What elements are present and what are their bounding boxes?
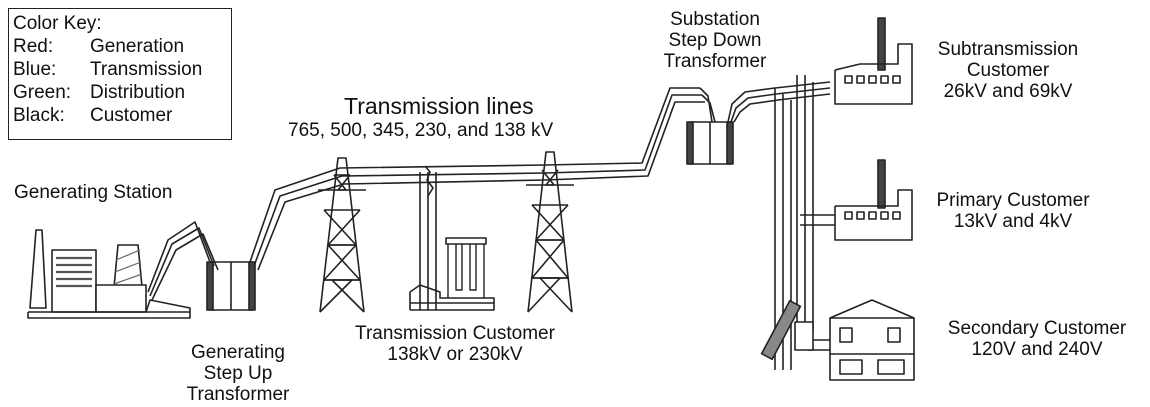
substation-label: Substation Step Down Transformer bbox=[640, 9, 790, 72]
step-up-label-line: Step Up bbox=[203, 363, 273, 384]
color-key-row: Green: Distribution bbox=[13, 81, 227, 104]
distribution-lines-icon bbox=[760, 75, 835, 370]
transmission-customer-line: Transmission Customer bbox=[355, 323, 555, 344]
transmission-customer-icon bbox=[409, 165, 495, 311]
color-key-row: Blue: Transmission bbox=[13, 58, 227, 81]
secondary-customer-icon bbox=[829, 299, 915, 381]
substation-transformer-icon bbox=[686, 81, 831, 165]
step-up-label-line: Generating bbox=[190, 342, 285, 363]
transmission-tower-icon bbox=[526, 151, 574, 313]
generating-station-icon bbox=[27, 229, 191, 319]
transmission-customer-label: Transmission Customer 138kV or 230kV bbox=[330, 323, 580, 365]
subtransmission-customer-icon bbox=[834, 17, 913, 105]
transmission-lines-label: Transmission lines bbox=[344, 93, 534, 119]
substation-label-line: Transformer bbox=[663, 51, 767, 72]
color-key-title: Color Key: bbox=[13, 13, 102, 34]
transmission-customer-line: 138kV or 230kV bbox=[387, 344, 523, 365]
substation-label-line: Step Down bbox=[668, 30, 762, 51]
subtransmission-line: Customer bbox=[966, 60, 1050, 81]
primary-customer-line: 13kV and 4kV bbox=[953, 211, 1073, 232]
transmission-tower-icon bbox=[318, 157, 366, 313]
step-up-label-line: Transformer bbox=[186, 384, 290, 405]
substation-label-line: Substation bbox=[670, 9, 760, 30]
color-key-meaning: Customer bbox=[90, 105, 173, 126]
secondary-customer-label: Secondary Customer 120V and 240V bbox=[928, 318, 1146, 360]
step-up-transformer-label: Generating Step Up Transformer bbox=[178, 342, 298, 405]
subtransmission-customer-label: Subtransmission Customer 26kV and 69kV bbox=[928, 39, 1088, 102]
color-key-meaning: Distribution bbox=[90, 82, 186, 103]
secondary-customer-line: 120V and 240V bbox=[971, 339, 1103, 360]
secondary-customer-line: Secondary Customer bbox=[947, 318, 1127, 339]
color-key-row: Black: Customer bbox=[13, 104, 227, 127]
primary-customer-icon bbox=[834, 159, 913, 241]
primary-customer-line: Primary Customer bbox=[936, 190, 1090, 211]
color-key-meaning: Generation bbox=[90, 36, 185, 57]
primary-customer-label: Primary Customer 13kV and 4kV bbox=[928, 190, 1098, 232]
step-up-transformer-icon bbox=[147, 221, 256, 311]
color-key-row: Red: Generation bbox=[13, 35, 227, 58]
color-key-name: Red: bbox=[13, 36, 54, 57]
color-key-meaning: Transmission bbox=[90, 59, 203, 80]
color-key-name: Black: bbox=[13, 105, 65, 126]
generating-station-label: Generating Station bbox=[14, 182, 173, 203]
subtransmission-line: 26kV and 69kV bbox=[943, 81, 1073, 102]
transmission-voltages-label: 765, 500, 345, 230, and 138 kV bbox=[288, 120, 554, 141]
color-key-legend: Color Key: Red: Generation Blue: Transmi… bbox=[8, 8, 232, 140]
color-key-name: Green: bbox=[13, 82, 72, 103]
subtransmission-line: Subtransmission bbox=[937, 39, 1079, 60]
color-key-name: Blue: bbox=[13, 59, 57, 80]
